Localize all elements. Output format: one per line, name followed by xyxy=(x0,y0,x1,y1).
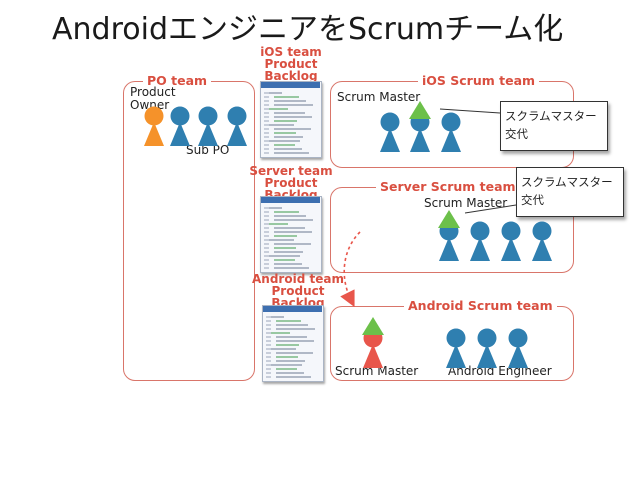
callout-server: スクラムマスター 交代 xyxy=(516,167,624,217)
ios-backlog-title: iOS team Product Backlog xyxy=(260,45,322,83)
ios-team-label: iOS Scrum team xyxy=(418,73,540,88)
server-backlog-title: Server team Product Backlog xyxy=(249,164,333,202)
backlog-thumbnail-header xyxy=(261,82,320,88)
callout-server-line2: 交代 xyxy=(521,193,544,207)
ios-scrum-master-figure xyxy=(409,101,431,152)
callout-ios: スクラムマスター 交代 xyxy=(500,101,608,151)
sub-po-label: Sub PO xyxy=(186,143,230,157)
server-member-figure-2 xyxy=(470,221,490,261)
server-team-label: Server Scrum team xyxy=(376,179,520,194)
backlog-thumbnail-header xyxy=(263,306,322,312)
ios-member-figure-1 xyxy=(380,112,400,152)
callout-server-pointer xyxy=(464,204,517,214)
server-scrum-master-label: Scrum Master xyxy=(424,196,508,210)
product-owner-figure xyxy=(144,106,164,146)
android-scrum-master-figure xyxy=(362,317,384,368)
android-scrum-master-label: Scrum Master xyxy=(335,364,419,378)
callout-ios-line1: スクラムマスター xyxy=(505,109,597,123)
android-engineer-figure-3 xyxy=(508,328,528,368)
android-engineer-figure-2 xyxy=(477,328,497,368)
android-scrum-master-figure-hat xyxy=(362,317,384,335)
sub-po-figure-3 xyxy=(227,106,247,146)
callout-ios-pointer xyxy=(439,108,501,114)
android-engineer-figure-1 xyxy=(446,328,466,368)
server-member-figure-3 xyxy=(501,221,521,261)
move-arrow xyxy=(340,231,361,308)
po-team-label: PO team xyxy=(143,73,212,88)
server-scrum-master-figure xyxy=(438,210,460,261)
slide-title: AndroidエンジニアをScrumチーム化 xyxy=(52,12,564,47)
callout-ios-line2: 交代 xyxy=(505,127,528,141)
server-member-figure-4 xyxy=(532,221,552,261)
backlog-thumbnail-header xyxy=(261,197,320,203)
callout-server-line1: スクラムマスター xyxy=(521,175,613,189)
po-team-box xyxy=(123,81,255,381)
ios-member-figure-3 xyxy=(441,112,461,152)
ios-scrum-master-figure-hat xyxy=(409,101,431,119)
sub-po-figure-1 xyxy=(170,106,190,146)
sub-po-figure-2 xyxy=(198,106,218,146)
android-team-label: Android Scrum team xyxy=(404,298,557,313)
server-scrum-master-figure-hat xyxy=(438,210,460,228)
ios-scrum-master-label: Scrum Master xyxy=(337,90,421,104)
